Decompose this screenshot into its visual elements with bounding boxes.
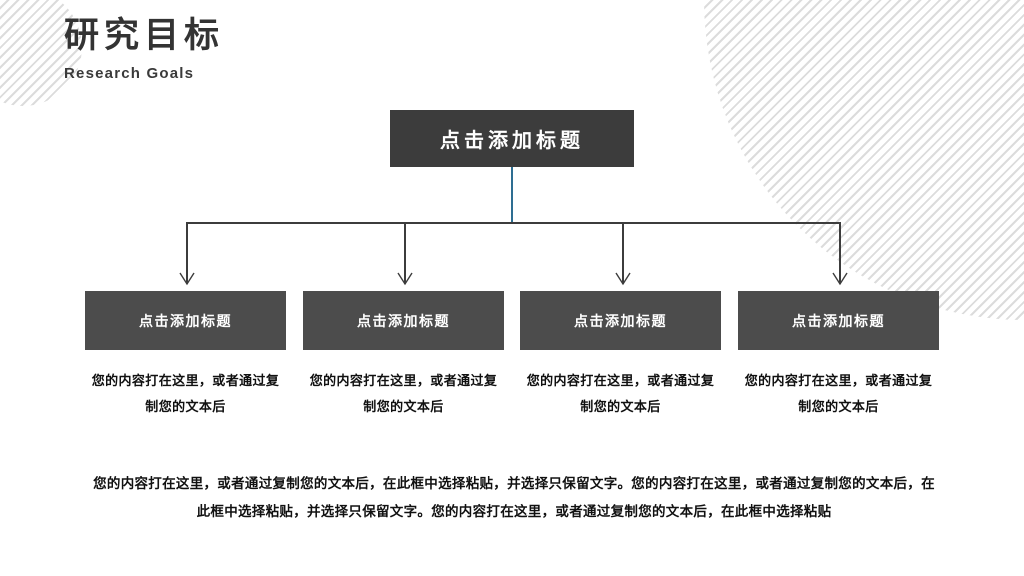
- page-subtitle: Research Goals: [64, 64, 195, 82]
- child-node-box-4[interactable]: 点击添加标题: [738, 291, 939, 350]
- child-node-label-3: 点击添加标题: [574, 312, 667, 329]
- connector-drop-3: [622, 222, 624, 284]
- root-node-label: 点击添加标题: [440, 130, 584, 152]
- footer-paragraph: 您的内容打在这里，或者通过复制您的文本后，在此框中选择粘贴，并选择只保留文字。您…: [93, 476, 935, 520]
- arrowhead-down-icon-3: [615, 272, 631, 286]
- arrowhead-down-icon-1: [179, 272, 195, 286]
- arrowhead-down-icon-4: [832, 272, 848, 286]
- child-node-box-2[interactable]: 点击添加标题: [303, 291, 504, 350]
- arrowhead-down-icon-2: [397, 272, 413, 286]
- child-node-description-4: 您的内容打在这里，或者通过复制您的文本后: [744, 373, 933, 414]
- child-node-description-1: 您的内容打在这里，或者通过复制您的文本后: [91, 373, 280, 414]
- connector-drop-2: [404, 222, 406, 284]
- child-node-description-2: 您的内容打在这里，或者通过复制您的文本后: [309, 373, 498, 414]
- slide-header: 研究目标 Research Goals: [64, 14, 484, 82]
- striped-circle-top-right-icon: [704, 0, 1024, 320]
- child-node-box-1[interactable]: 点击添加标题: [85, 291, 286, 350]
- child-node-label-1: 点击添加标题: [139, 312, 232, 329]
- root-node-box[interactable]: 点击添加标题: [390, 110, 634, 167]
- child-node-label-4: 点击添加标题: [792, 312, 885, 329]
- child-node-description-3: 您的内容打在这里，或者通过复制您的文本后: [526, 373, 715, 414]
- child-node-box-3[interactable]: 点击添加标题: [520, 291, 721, 350]
- connector-horizontal-bus: [186, 222, 840, 224]
- connector-drop-1: [186, 222, 188, 284]
- child-node-label-2: 点击添加标题: [357, 312, 450, 329]
- page-title: 研究目标: [64, 16, 225, 55]
- connector-root-to-bus: [511, 167, 513, 223]
- connector-drop-4: [839, 222, 841, 284]
